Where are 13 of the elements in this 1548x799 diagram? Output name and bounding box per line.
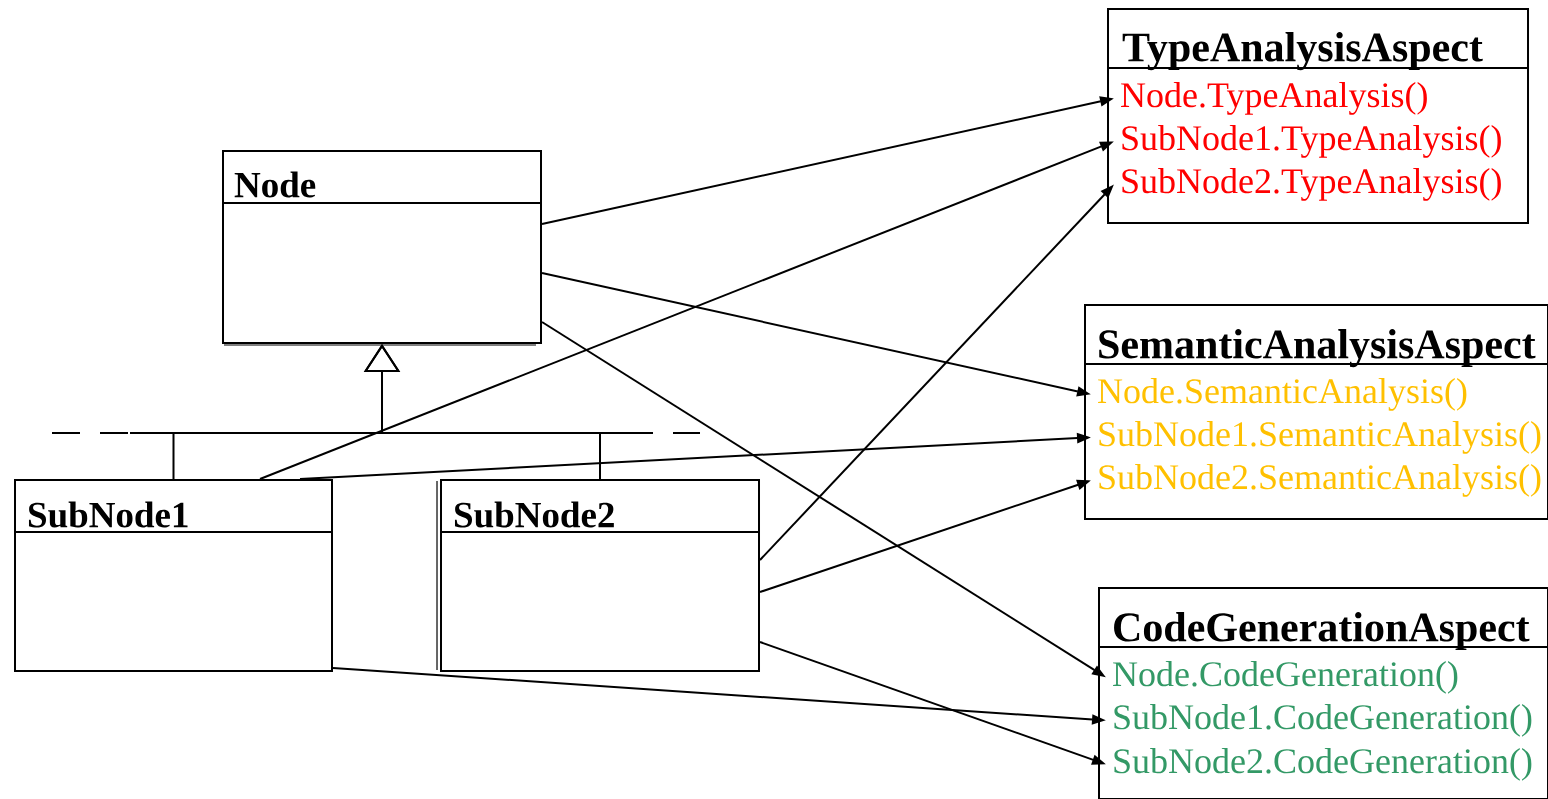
method-name: Node.CodeGeneration() [1113, 661, 1458, 694]
class-box: Node [221, 150, 542, 346]
method-name: SubNode1.CodeGeneration() [1114, 704, 1532, 737]
class-box: SubNode2 [436, 479, 760, 672]
method-name: SubNode2.CodeGeneration() [1114, 748, 1532, 781]
inheritance-line [363, 344, 601, 480]
method-name: SubNode1.TypeAnalysis() [1122, 125, 1501, 158]
method-name: SubNode2.TypeAnalysis() [1122, 168, 1501, 201]
class-box: SubNode1 [13, 479, 333, 672]
method-name: Node.SemanticAnalysis() [1098, 378, 1467, 411]
method-name: Node.TypeAnalysis() [1121, 82, 1427, 115]
method-name: SubNode2.SemanticAnalysis() [1099, 464, 1541, 497]
method-name: SubNode1.SemanticAnalysis() [1099, 421, 1541, 454]
